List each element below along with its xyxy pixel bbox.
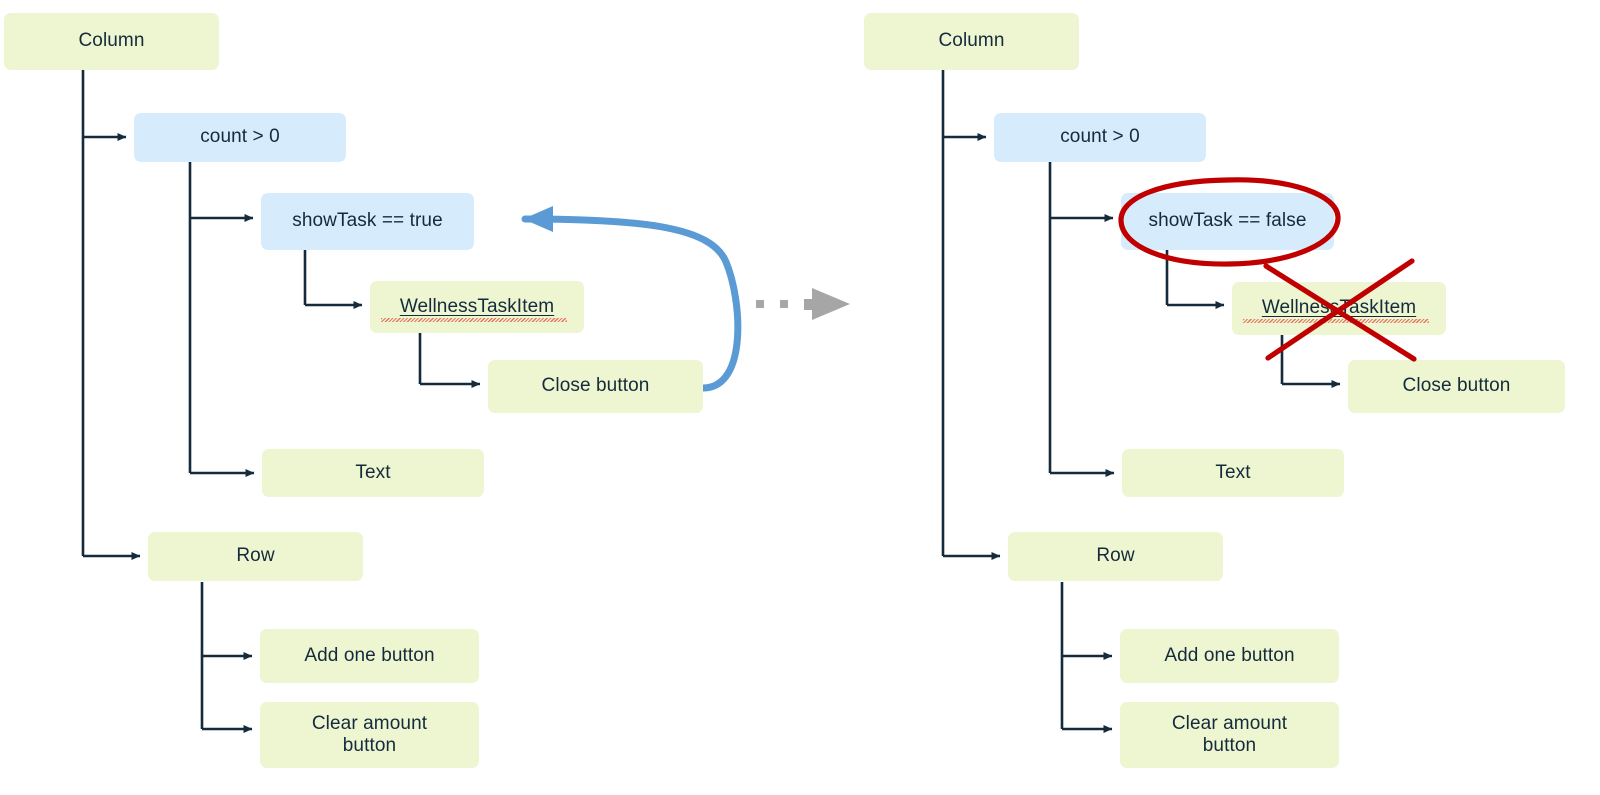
node-text[interactable]: Text: [262, 449, 484, 497]
node-label: WellnessTaskItem: [399, 295, 555, 317]
transition-dot-1: [756, 300, 764, 308]
node-add-one-button[interactable]: Add one button: [260, 629, 479, 683]
node-label: Add one button: [304, 644, 435, 666]
node-text[interactable]: Text: [1122, 449, 1344, 497]
node-label: Text: [355, 461, 391, 483]
node-label: showTask == false: [1148, 210, 1307, 232]
node-wellness-task-item[interactable]: WellnessTaskItem: [370, 281, 584, 333]
node-row[interactable]: Row: [148, 532, 363, 581]
state-transition-arrow: [756, 288, 850, 320]
node-wellness-task-item[interactable]: WellnessTaskItem: [1232, 282, 1446, 335]
node-label: Add one button: [1164, 644, 1295, 666]
node-close-button[interactable]: Close button: [1348, 360, 1565, 413]
node-label: showTask == true: [292, 210, 443, 232]
node-count-condition[interactable]: count > 0: [994, 113, 1206, 162]
node-column[interactable]: Column: [4, 13, 219, 70]
spellcheck-underline: [1243, 319, 1429, 323]
node-column[interactable]: Column: [864, 13, 1079, 70]
node-label: Close button: [1402, 375, 1511, 397]
transition-arrow-head: [812, 288, 850, 320]
spellcheck-underline: [381, 318, 567, 322]
node-label: WellnessTaskItem: [1261, 297, 1417, 319]
node-showtask-condition[interactable]: showTask == false: [1121, 193, 1334, 250]
node-close-button[interactable]: Close button: [488, 360, 703, 413]
transition-arrow-tail: [804, 299, 816, 310]
node-label: Column: [78, 30, 145, 52]
transition-dot-2: [780, 300, 788, 308]
node-label: Column: [938, 30, 1005, 52]
node-showtask-condition[interactable]: showTask == true: [261, 193, 474, 250]
node-label: Text: [1215, 461, 1251, 483]
node-row[interactable]: Row: [1008, 532, 1223, 581]
node-label: count > 0: [1060, 126, 1140, 148]
node-count-condition[interactable]: count > 0: [134, 113, 346, 162]
node-label: Close button: [541, 375, 650, 397]
node-label: count > 0: [200, 126, 280, 148]
node-label: Row: [236, 545, 275, 567]
node-add-one-button[interactable]: Add one button: [1120, 629, 1339, 683]
node-label: Row: [1096, 545, 1135, 567]
